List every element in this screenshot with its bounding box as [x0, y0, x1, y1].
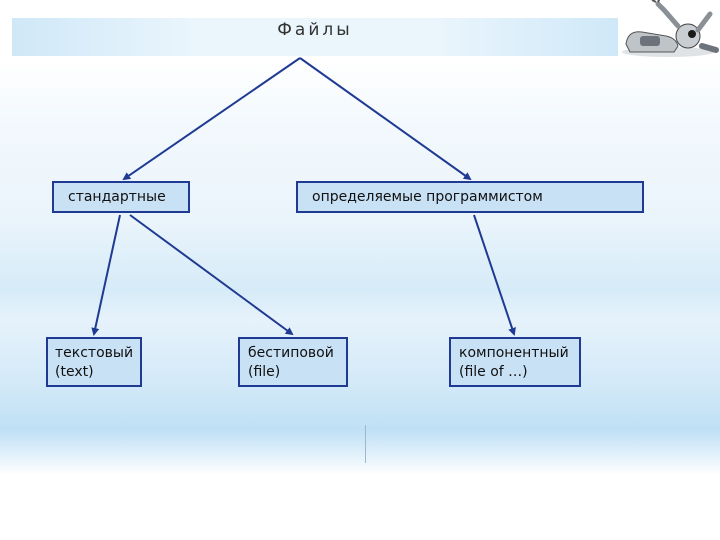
diagram-title: Файлы [277, 20, 353, 40]
edge-root-standard [122, 57, 301, 181]
node-component: компонентный (file of …) [449, 337, 581, 387]
robot-logo-icon [622, 0, 719, 57]
node-user-defined-label: определяемые программистом [312, 189, 543, 205]
edge-standard-untyped [129, 214, 294, 336]
edge-user-component [473, 214, 516, 336]
node-text-line1: текстовый [55, 345, 134, 361]
node-user-defined: определяемые программистом [296, 181, 644, 213]
title-band [12, 18, 618, 56]
node-untyped-line1: бестиповой [248, 345, 334, 361]
node-component-line1: компонентный [459, 345, 569, 361]
node-text: текстовый (text) [46, 337, 142, 387]
edge-root-user [299, 57, 472, 181]
node-text-line2: (text) [55, 364, 94, 380]
node-standard: стандартные [52, 181, 190, 213]
edge-standard-text [91, 214, 121, 336]
node-component-line2: (file of …) [459, 364, 528, 380]
node-untyped: бестиповой (file) [238, 337, 348, 387]
node-untyped-line2: (file) [248, 364, 281, 380]
node-standard-label: стандартные [68, 189, 166, 205]
text-cursor-line [365, 425, 366, 463]
